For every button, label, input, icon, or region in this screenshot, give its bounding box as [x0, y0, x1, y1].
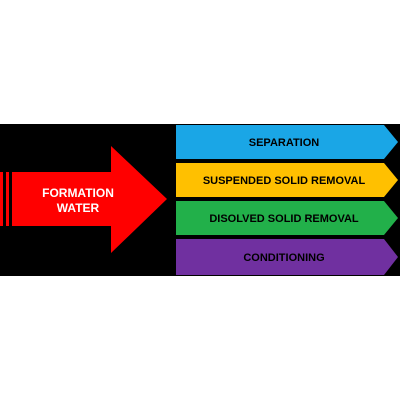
stage-arrow-shape — [176, 239, 398, 275]
stage-label: CONDITIONING — [243, 252, 324, 264]
source-label-line2: WATER — [57, 201, 100, 215]
stage-arrow-disolved-solid-removal: DISOLVED SOLID REMOVAL — [176, 201, 398, 235]
stage-arrow-shape — [176, 163, 398, 197]
stage-arrow-shape — [176, 125, 398, 159]
source-label-line1: FORMATION — [42, 186, 114, 200]
stage-label: SUSPENDED SOLID REMOVAL — [203, 175, 366, 187]
stage-label: DISOLVED SOLID REMOVAL — [209, 213, 359, 225]
arrow-tail-stripe — [0, 172, 3, 226]
stage-arrow-suspended-solid-removal: SUSPENDED SOLID REMOVAL — [176, 163, 398, 197]
formation-water-arrow: FORMATION WATER — [0, 146, 167, 253]
stage-arrow-separation: SEPARATION — [176, 125, 398, 159]
arrow-tail-stripe — [6, 172, 9, 226]
arrow-body — [12, 146, 167, 253]
stage-label: SEPARATION — [249, 137, 320, 149]
stage-arrow-conditioning: CONDITIONING — [176, 239, 398, 275]
stage-arrow-shape — [176, 201, 398, 235]
